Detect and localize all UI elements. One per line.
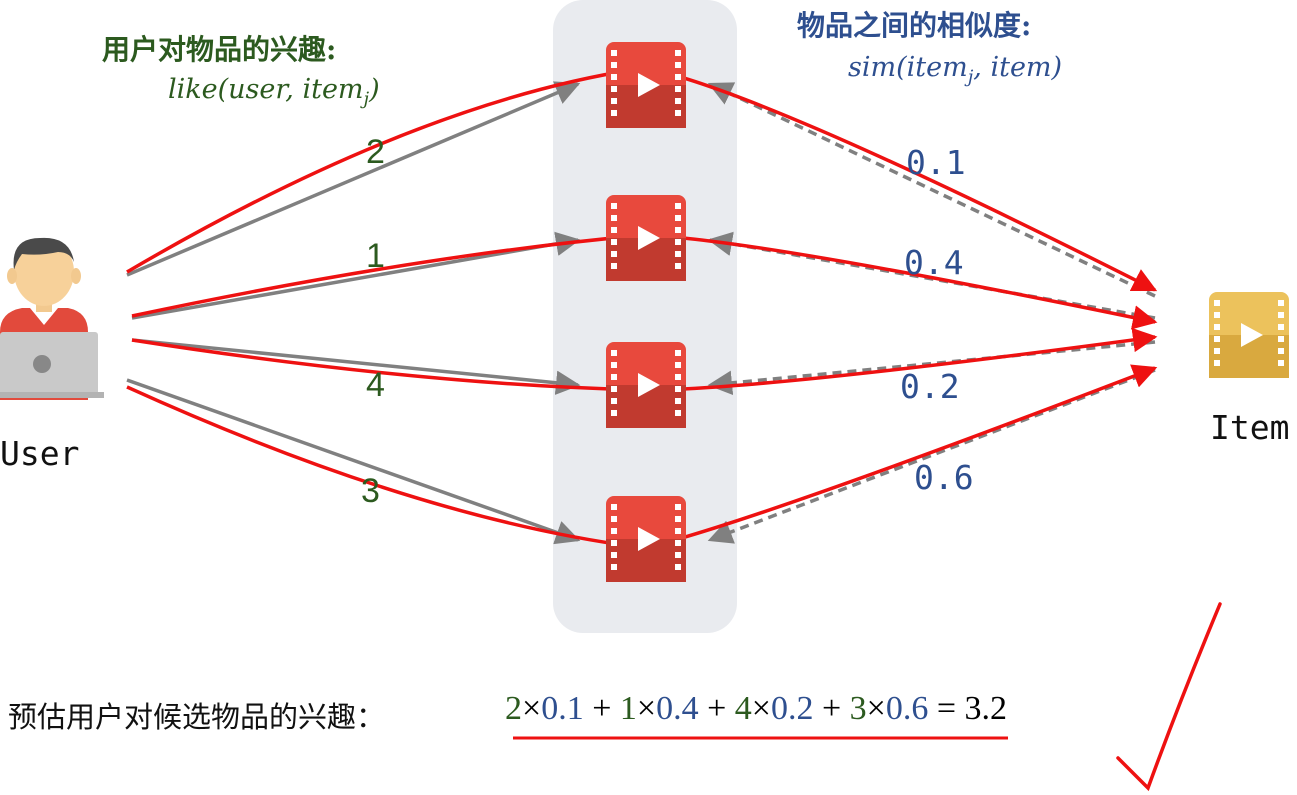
user-interest-title: 用户对物品的兴趣: — [102, 33, 337, 66]
dashed-arrow-item-4 — [707, 368, 1156, 544]
check-mark-icon — [1116, 602, 1222, 792]
formula-like-1: 2 — [505, 690, 522, 727]
formula-sim-1: 0.1 — [541, 690, 584, 727]
formula-sim-3: 0.2 — [770, 690, 814, 727]
formula-equals: = — [936, 690, 956, 727]
user-interest-formula: like(user, itemj) — [168, 74, 380, 109]
similarity-formula-end: , item) — [973, 52, 1063, 83]
user-to-item-gray-arrows — [126, 81, 581, 545]
target-item-video-icon — [1209, 292, 1289, 378]
formula-plus: + — [821, 690, 842, 727]
gray-arrow-user-item-1 — [126, 81, 581, 277]
estimated-interest-formula: 2×0.1 + 1×0.4 + 4×0.2 + 3×0.6 = 3.2 — [505, 690, 1007, 728]
formula-times: × — [636, 690, 657, 727]
similarity-value-2: 0.4 — [904, 243, 964, 282]
formula-like-3: 4 — [734, 690, 752, 727]
formula-times: × — [522, 690, 542, 727]
video-icon — [606, 496, 686, 582]
laptop-icon — [0, 332, 104, 398]
formula-times: × — [866, 690, 886, 727]
similarity-value-1: 0.1 — [906, 143, 966, 182]
formula-plus: + — [707, 690, 727, 727]
gray-arrow-user-item-4 — [126, 378, 581, 545]
similarity-formula-sub: j — [967, 66, 974, 88]
interest-value-1: 2 — [366, 133, 385, 171]
formula-times: × — [751, 690, 771, 727]
user-label: User — [0, 434, 80, 473]
formula-like-4: 3 — [849, 690, 867, 727]
user-interest-formula-main: like(user, item — [168, 74, 364, 105]
user-interest-formula-sub: j — [363, 88, 370, 110]
item-label: Item — [1210, 408, 1290, 447]
gray-arrow-user-item-3 — [131, 338, 581, 395]
gray-arrow-user-item-2 — [131, 231, 581, 320]
formula-plus: + — [592, 690, 612, 727]
similarity-formula-main: sim(item — [848, 52, 968, 83]
formula-sim-2: 0.4 — [656, 690, 699, 727]
similarity-formula: sim(itemj, item) — [848, 52, 1062, 87]
formula-sim-4: 0.6 — [885, 690, 929, 727]
interest-value-4: 3 — [361, 472, 380, 510]
interest-value-2: 1 — [366, 237, 385, 275]
video-icon — [606, 42, 686, 128]
estimated-interest-label: 预估用户对候选物品的兴趣： — [8, 700, 386, 734]
similarity-value-4: 0.6 — [914, 458, 974, 497]
formula-result: 3.2 — [964, 690, 1008, 727]
video-icon — [606, 195, 686, 281]
candidate-items-panel — [553, 0, 737, 633]
interest-value-3: 4 — [366, 366, 385, 404]
similarity-value-3: 0.2 — [900, 367, 960, 406]
user-interest-formula-end: ) — [369, 74, 380, 105]
dashed-arrow-item-1 — [707, 82, 1156, 298]
video-icon — [606, 342, 686, 428]
similarity-title: 物品之间的相似度: — [797, 9, 1032, 42]
formula-like-2: 1 — [619, 690, 637, 727]
